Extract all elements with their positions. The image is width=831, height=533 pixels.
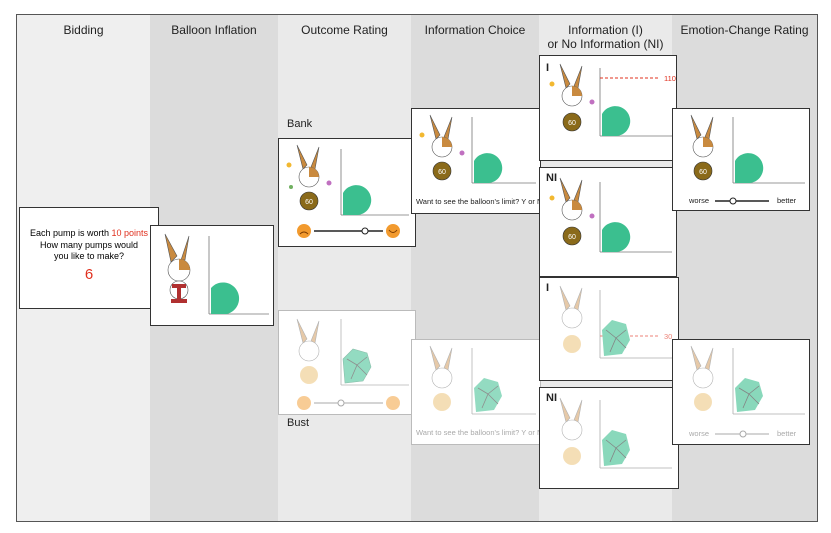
coin (299, 191, 319, 211)
column-title: Information (I) or No Information (NI) (547, 23, 664, 51)
column-title: Balloon Inflation (171, 23, 257, 37)
info-bust-card: I 30 (539, 277, 679, 381)
bunny-faded (559, 285, 583, 353)
outcome-bank-card: 60 (278, 138, 416, 247)
balloon-chart (340, 149, 409, 216)
happy-face-icon (386, 224, 400, 238)
info-bank-card: I 60 110 (539, 55, 677, 161)
balloon-chart (471, 117, 536, 184)
popped-balloon-chart-with-limit (599, 290, 672, 359)
rating-slider-faded[interactable] (297, 395, 401, 411)
scale-better: better (777, 429, 797, 438)
column-emotion-change: Emotion-Change Rating (672, 15, 817, 521)
rating-slider[interactable] (297, 223, 401, 239)
bunny-with-coin: 60 (549, 63, 595, 132)
bunny-faded (559, 397, 583, 465)
column-title: Bidding (63, 23, 104, 37)
bust-label: Bust (287, 417, 310, 429)
no-info-bank-card: NI 60 (539, 167, 677, 277)
coin-value: 60 (438, 169, 446, 176)
bidding-prefix: Each pump is worth (29, 228, 112, 238)
bunny-with-coin: 60 (549, 177, 595, 246)
bunny-faded (429, 345, 453, 411)
coin-value: 60 (305, 199, 313, 206)
bunny-with-coin: 60 (690, 114, 714, 181)
info-prompt: Want to see the balloon's limit? Y or N (416, 428, 543, 437)
sad-face-icon (297, 224, 311, 238)
coin-value: 60 (568, 120, 576, 127)
bidding-card: Each pump is worth 10 points How many pu… (19, 207, 159, 309)
popped-balloon-chart (732, 348, 805, 415)
emotion-bust-card: worse better (672, 339, 810, 445)
balloon-chart (599, 182, 672, 253)
pump-scale-axis (208, 236, 269, 315)
column-title: Emotion-Change Rating (680, 23, 809, 37)
info-label: I (546, 282, 550, 294)
bidding-number: 6 (84, 266, 94, 283)
column-title: Information Choice (424, 23, 526, 37)
bunny-with-coin: 60 (419, 114, 465, 181)
column-information-choice: Information Choice (411, 15, 539, 521)
info-choice-bank-card: 60 Want to see the balloon's limit? Y or… (411, 108, 543, 214)
scale-worse: worse (689, 429, 710, 438)
emotion-slider[interactable] (713, 196, 771, 206)
coin-value: 60 (568, 234, 576, 241)
coin-value: 60 (699, 169, 707, 176)
outcome-bust-card (278, 310, 416, 415)
bidding-points: 10 points (111, 228, 149, 238)
inflation-card (150, 225, 274, 326)
limit-value: 30 (664, 332, 673, 341)
bunny-illustration (164, 233, 191, 303)
scale-better: better (777, 196, 797, 205)
info-prompt: Want to see the balloon's limit? Y or N (416, 197, 543, 206)
emotion-slider-faded[interactable] (713, 429, 771, 439)
bunny-faded (296, 318, 320, 384)
bunny-with-coin: 60 (286, 144, 332, 211)
emotion-bank-card: 60 worse better (672, 108, 810, 211)
no-info-bust-card: NI (539, 387, 679, 489)
column-title: Outcome Rating (301, 23, 388, 37)
bank-label: Bank (287, 118, 313, 130)
column-outcome-rating: Outcome Rating (278, 15, 411, 521)
balloon (211, 282, 240, 314)
no-info-label: NI (546, 392, 557, 404)
info-choice-bust-card: Want to see the balloon's limit? Y or N (411, 339, 543, 445)
bidding-line1: Each pump is worth 10 points (20, 228, 158, 238)
bidding-question: How many pumps would you like to make? (39, 240, 139, 261)
figure-frame: Bidding Balloon Inflation Outcome Rating… (16, 14, 818, 522)
bunny-faded (690, 345, 714, 411)
no-info-label: NI (546, 172, 557, 184)
limit-value: 110 (664, 74, 676, 83)
balloon-chart (732, 117, 805, 184)
popped-balloon-chart (599, 400, 672, 469)
scale-worse: worse (689, 196, 710, 205)
info-label: I (546, 62, 550, 74)
popped-balloon-chart (340, 319, 409, 386)
popped-balloon-chart (471, 348, 536, 415)
balloon (343, 185, 372, 215)
balloon-chart-with-limit (599, 68, 672, 137)
